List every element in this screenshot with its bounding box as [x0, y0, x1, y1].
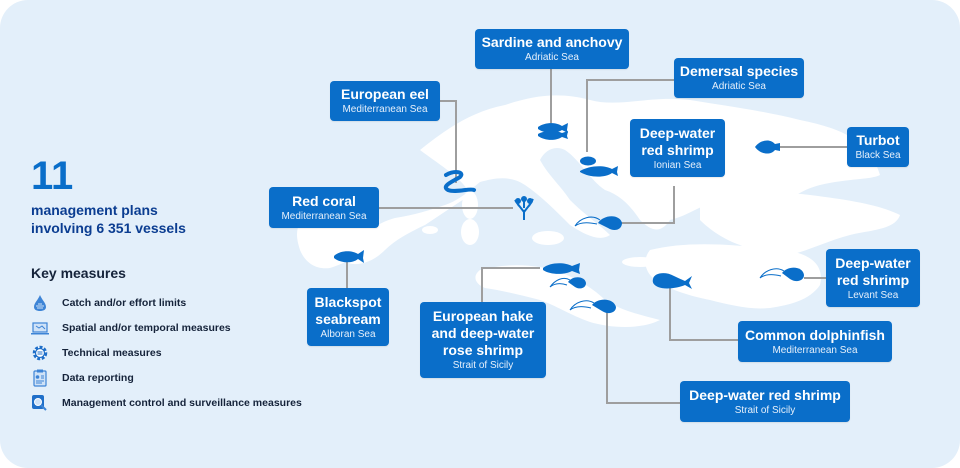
plan-label-turbot[interactable]: Turbot Black Sea: [847, 127, 909, 167]
measure-label: Management control and surveillance meas…: [62, 396, 302, 409]
surveillance-icon: [31, 394, 49, 412]
measure-item: Management control and surveillance meas…: [31, 390, 302, 415]
shrimp-icon: [759, 267, 804, 282]
dolphinfish-icon: [652, 273, 692, 289]
measure-item: Catch and/or effort limits: [31, 290, 302, 315]
plan-label-european-eel[interactable]: European eel Mediterranean Sea: [330, 81, 440, 121]
plan-label-hake-rose-shrimp[interactable]: European hake and deep-water rose shrimp…: [420, 302, 546, 378]
sardine-icon: [538, 123, 568, 140]
turbot-icon: [755, 140, 780, 154]
summary-line-1: management plans: [31, 202, 158, 218]
catch-limits-icon: [31, 294, 49, 312]
key-measures-title: Key measures: [31, 265, 126, 281]
measure-label: Spatial and/or temporal measures: [62, 321, 231, 334]
shrimp-icon: [574, 216, 622, 231]
measure-label: Data reporting: [62, 371, 134, 384]
plan-label-common-dolphinfish[interactable]: Common dolphinfish Mediterranean Sea: [738, 321, 892, 362]
measure-item: Spatial and/or temporal measures: [31, 315, 302, 340]
coral-icon: [514, 196, 534, 220]
measure-label: Catch and/or effort limits: [62, 296, 187, 309]
eel-icon: [443, 170, 476, 193]
plan-label-blackspot-seabream[interactable]: Blackspot seabream Alboran Sea: [307, 288, 389, 346]
plan-label-red-shrimp-sicily[interactable]: Deep-water red shrimp Strait of Sicily: [680, 381, 850, 422]
plan-label-red-shrimp-ionian[interactable]: Deep-water red shrimp Ionian Sea: [630, 119, 725, 177]
key-measures-list: Catch and/or effort limits Spatial and/o…: [31, 290, 302, 415]
hake-icon: [543, 263, 580, 274]
plan-label-sardine-anchovy[interactable]: Sardine and anchovy Adriatic Sea: [475, 29, 629, 69]
summary-text: management plans involving 6 351 vessels: [31, 201, 186, 237]
plan-label-demersal-species[interactable]: Demersal species Adriatic Sea: [674, 58, 804, 98]
gear-icon: [31, 344, 49, 362]
seabream-icon: [334, 250, 364, 263]
plan-label-red-coral[interactable]: Red coral Mediterranean Sea: [269, 187, 379, 228]
plan-label-red-shrimp-levant[interactable]: Deep-water red shrimp Levant Sea: [826, 249, 920, 307]
clipboard-report-icon: [31, 369, 49, 387]
measure-label: Technical measures: [62, 346, 162, 359]
summary-line-2: involving 6 351 vessels: [31, 220, 186, 236]
connectors: [346, 69, 847, 404]
spatial-map-icon: [31, 319, 49, 337]
land-mass: [297, 95, 900, 327]
measure-item: Data reporting: [31, 365, 302, 390]
rose-shrimp-icon: [549, 277, 586, 289]
shrimp-icon: [569, 299, 616, 314]
demersal-fish-icon: [580, 156, 618, 177]
plan-count: 11: [31, 154, 74, 198]
measure-item: Technical measures: [31, 340, 302, 365]
